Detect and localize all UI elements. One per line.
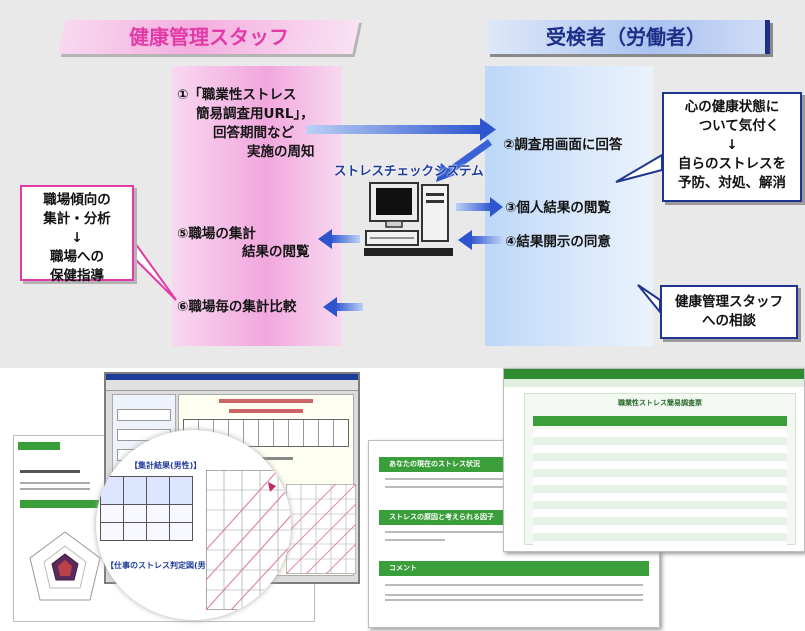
survey-title: 職業性ストレス簡易調査票 <box>618 399 702 407</box>
arrow-notice <box>306 118 496 141</box>
radar-chart-thumbnail <box>29 531 101 601</box>
right-callout2-tail <box>637 284 661 315</box>
left-callout-line2: 集計・分析 <box>43 211 111 227</box>
right-callout-line1: 心の健康状態に <box>684 99 780 115</box>
examinee-header: 受検者（労働者） <box>487 20 770 54</box>
right-callout-tail <box>615 153 663 183</box>
left-callout-line1: 職場傾向の <box>43 192 111 208</box>
right-callout-consult: 健康管理スタッフ への相談 <box>660 285 798 339</box>
right-callout-line3: 自らのストレスを <box>678 156 786 172</box>
step5-line1: ⑤職場の集計 <box>177 226 256 242</box>
left-callout-line4: 保健指導 <box>50 268 104 284</box>
left-callout: 職場傾向の 集計・分析 ↓ 職場への 保健指導 <box>20 185 134 284</box>
magnifier-circle: 【集計結果(男性)】 【仕事のストレス判定図(男性)】 <box>96 430 291 620</box>
magnifier-title-summary: 【集計結果(男性)】 <box>130 461 202 470</box>
step6: ⑥職場毎の集計比較 <box>177 299 297 315</box>
arrow-consent <box>458 230 502 250</box>
left-callout-arrow: ↓ <box>71 230 83 246</box>
right-callout2-line2: への相談 <box>702 313 756 329</box>
arrow-workplace-summary <box>318 229 360 249</box>
right-callout-arrow: ↓ <box>726 137 738 153</box>
computer-icon <box>364 182 453 256</box>
result-bar-comment: コメント <box>379 561 649 576</box>
step1-line3: 回答期間など <box>213 125 294 141</box>
magnifier-summary-table <box>100 476 193 541</box>
step1-line2: 簡易調査用URL」， <box>196 106 314 122</box>
step2: ②調査用画面に回答 <box>503 137 623 153</box>
right-callout-awareness: 心の健康状態に ついて気付く ↓ 自らのストレスを 予防、対処、解消 <box>662 92 802 202</box>
step4: ④結果開示の同意 <box>505 234 611 250</box>
arrow-workplace-compare <box>323 297 363 317</box>
step1-line1: ①「職業性ストレス <box>177 87 297 103</box>
stress-diagram-thumbnail <box>286 484 356 574</box>
right-callout-line4: 予防、対処、解消 <box>678 175 786 191</box>
step3: ③個人結果の閲覧 <box>505 200 611 216</box>
flow-arrows <box>128 118 663 317</box>
system-label: ストレスチェックシステム <box>334 163 484 178</box>
magnifier-diagram <box>206 470 291 610</box>
arrow-personal-result <box>456 197 503 217</box>
step1-line4: 実施の周知 <box>247 144 315 160</box>
staff-column <box>172 66 342 346</box>
right-callout2-line1: 健康管理スタッフ <box>675 294 783 310</box>
examinee-column <box>485 66 653 346</box>
left-callout-line3: 職場への <box>50 249 104 265</box>
left-callout-tail <box>128 232 177 301</box>
arrow-answer-to-system <box>436 139 493 182</box>
right-callout-line2: ついて気付く <box>698 118 780 134</box>
screenshot-survey-form: 職業性ストレス簡易調査票 <box>503 368 805 552</box>
step5-line2: 結果の閲覧 <box>242 244 310 260</box>
magnifier-title-diagram: 【仕事のストレス判定図(男性)】 <box>106 561 226 570</box>
